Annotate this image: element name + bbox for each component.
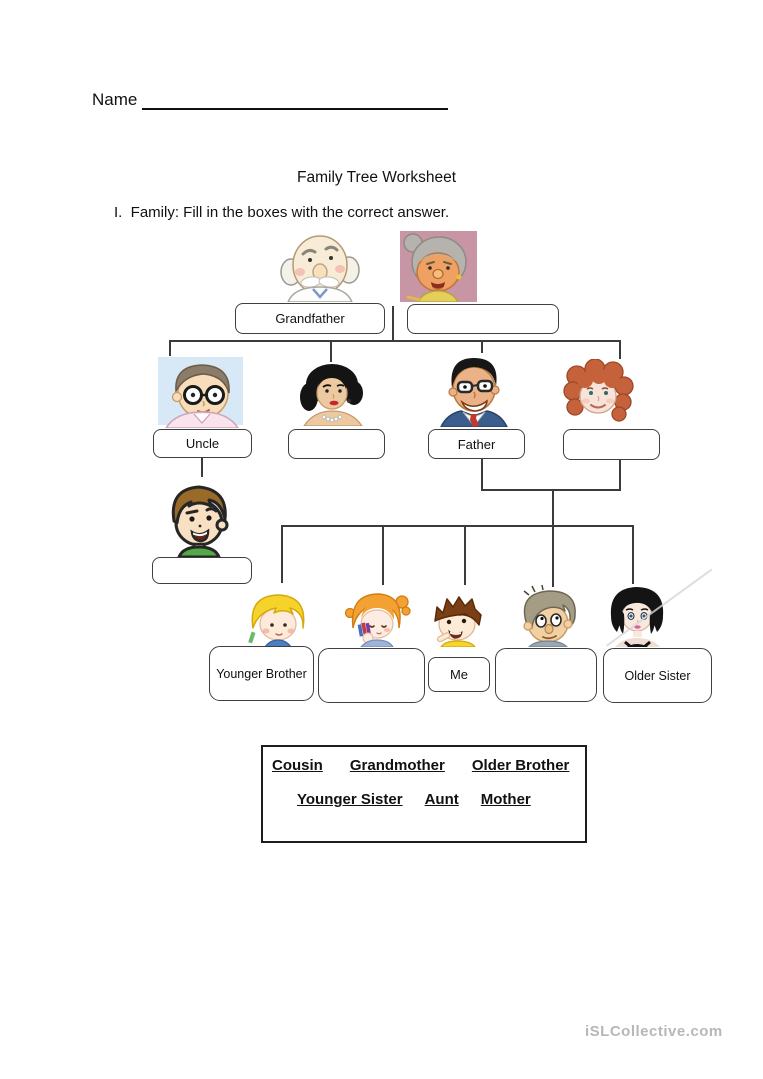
connector-line	[481, 340, 483, 353]
connector-line	[169, 340, 171, 356]
word-bank-word: Grandmother	[349, 757, 445, 774]
connector-line	[392, 306, 394, 341]
younger-sister-image	[337, 586, 414, 647]
answer-box-older-brother[interactable]	[495, 648, 597, 702]
connector-line	[481, 489, 621, 491]
father-image	[437, 352, 509, 427]
connector-line	[201, 456, 203, 477]
younger-brother-image	[246, 588, 310, 647]
answer-box-uncle[interactable]: Uncle	[153, 429, 252, 458]
word-bank-word: Younger Sister	[297, 791, 403, 808]
connector-line	[632, 525, 634, 584]
grandmother-image	[400, 231, 477, 302]
answer-box-father[interactable]: Father	[428, 429, 525, 459]
answer-box-label: Older Sister	[624, 668, 691, 683]
word-bank-word: Mother	[480, 791, 531, 808]
connector-line	[481, 457, 483, 491]
connector-line	[281, 525, 634, 527]
word-bank-word: Older Brother	[471, 757, 570, 774]
answer-box-mother[interactable]	[563, 429, 660, 460]
answer-box-grandmother[interactable]	[407, 304, 559, 334]
older-brother-image	[515, 583, 584, 647]
page-title: Family Tree Worksheet	[297, 169, 457, 186]
uncle-image	[158, 357, 243, 428]
answer-box-younger-sister[interactable]	[318, 648, 425, 703]
answer-box-label: Father	[457, 436, 496, 452]
word-bank-row-2: Younger Sister Aunt Mother	[297, 791, 585, 808]
answer-box-label: Uncle	[185, 436, 220, 451]
connector-line	[382, 525, 384, 585]
answer-box-younger-brother[interactable]: Younger Brother	[209, 646, 314, 701]
connector-line	[464, 525, 466, 585]
name-blank-line[interactable]	[142, 90, 449, 110]
connector-line	[619, 340, 621, 359]
word-bank: Cousin Grandmother Older Brother Younger…	[261, 745, 587, 843]
answer-box-cousin[interactable]	[152, 557, 252, 584]
answer-box-me[interactable]: Me	[428, 657, 490, 692]
aunt-image	[294, 361, 370, 426]
islcollective-watermark: iSLCollective.com	[585, 1023, 723, 1040]
word-bank-word: Cousin	[272, 757, 323, 774]
word-bank-word: Aunt	[424, 791, 459, 808]
connector-line	[330, 340, 332, 362]
name-label: Name	[92, 90, 138, 109]
name-row: Name	[92, 90, 449, 110]
answer-box-aunt[interactable]	[288, 429, 385, 459]
answer-box-grandfather[interactable]: Grandfather	[235, 303, 385, 334]
connector-line	[619, 457, 621, 491]
grandfather-image	[280, 228, 360, 302]
cousin-image	[161, 477, 237, 557]
answer-box-label: Me	[449, 667, 469, 682]
word-bank-row-1: Cousin Grandmother Older Brother	[272, 757, 585, 774]
connector-line	[169, 340, 621, 342]
answer-box-older-sister[interactable]: Older Sister	[603, 648, 712, 703]
mother-image	[561, 359, 635, 424]
connector-line	[552, 525, 554, 587]
instruction-text: I. Family: Fill in the boxes with the co…	[114, 204, 450, 221]
connector-line	[552, 489, 554, 527]
me-image	[427, 587, 489, 647]
answer-box-label: Younger Brother	[216, 666, 307, 681]
connector-line	[281, 525, 283, 583]
answer-box-label: Grandfather	[275, 311, 345, 326]
